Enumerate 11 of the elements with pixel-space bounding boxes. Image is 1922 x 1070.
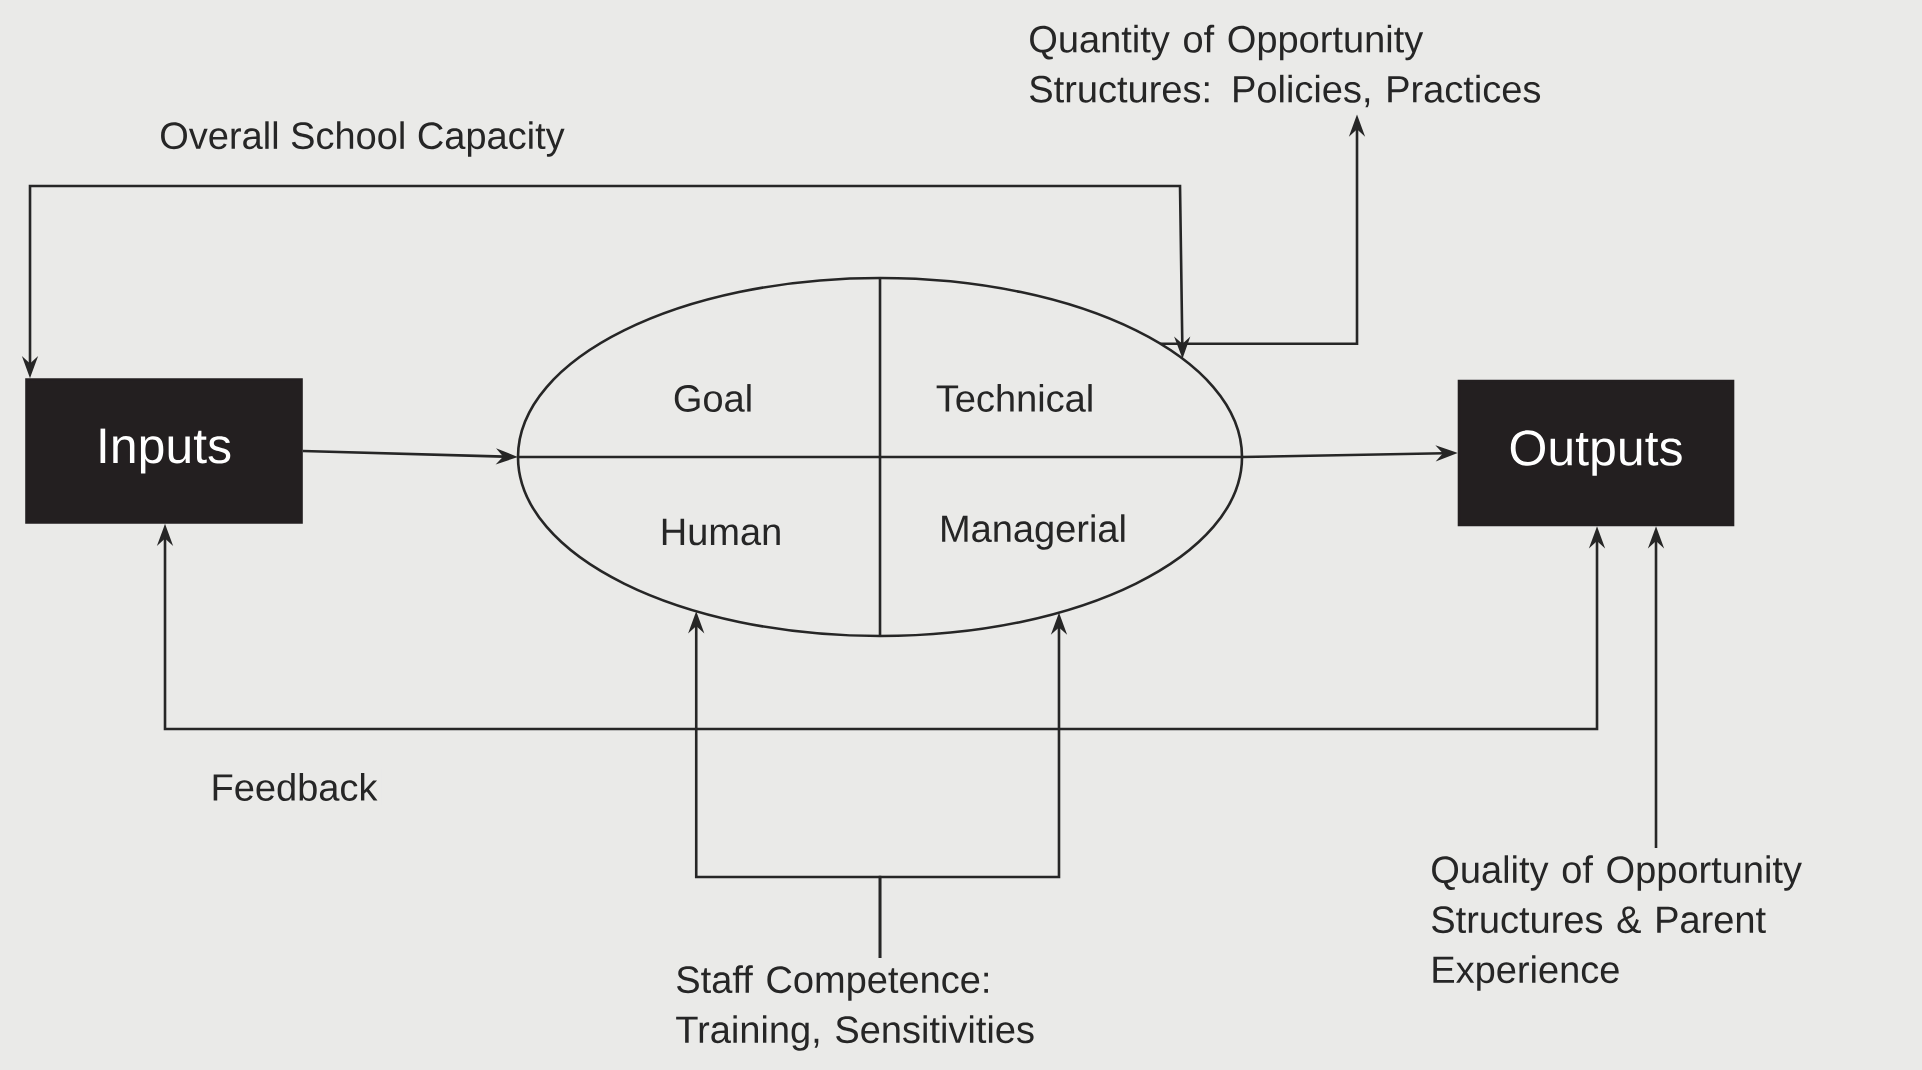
quadrant-label: Technical: [936, 384, 1092, 412]
process-box: Inputs: [25, 378, 303, 524]
process-box: Outputs: [1457, 379, 1735, 527]
quadrant-label: Human: [662, 518, 780, 546]
annotation-text: Quantity of Opportunity Structures: Policies, Practices: [1030, 24, 1541, 108]
quadrant-label: Managerial: [942, 514, 1125, 550]
edge-label: Feedback: [206, 769, 382, 805]
edge-label: Overall School Capacity: [155, 117, 569, 161]
quadrant-label: Goal: [674, 384, 751, 412]
annotation-text: Staff Competence: Training, Sensitivities: [676, 965, 1034, 1051]
annotation-text: Quality of Opportunity Structures & Parent Experience: [1432, 855, 1802, 991]
